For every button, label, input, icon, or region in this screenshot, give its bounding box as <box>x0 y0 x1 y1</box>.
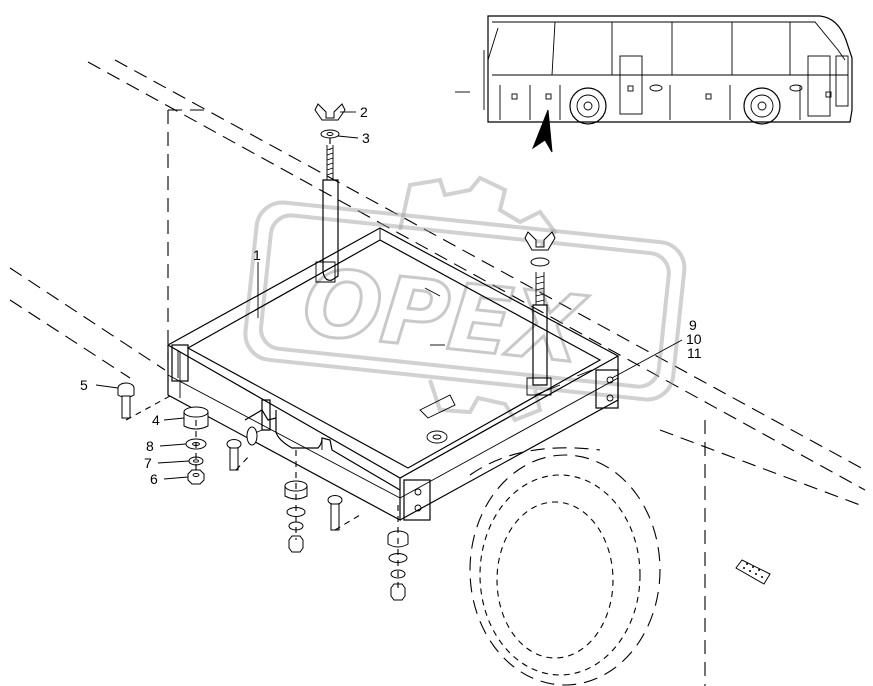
mounting-hardware-center <box>284 480 343 553</box>
wheel-outline <box>469 447 661 686</box>
label-part-9: 9 <box>689 317 697 333</box>
id-plate <box>735 559 771 585</box>
label-part-2: 2 <box>360 104 368 120</box>
label-part-11: 11 <box>687 345 702 361</box>
location-arrow-icon <box>531 109 553 153</box>
label-part-7: 7 <box>144 455 152 471</box>
chassis-outline <box>9 59 866 686</box>
label-part-1: 1 <box>253 247 261 263</box>
leader-lines <box>95 111 683 480</box>
part-labels: 1 2 3 4 5 6 7 8 9 10 11 <box>80 104 702 487</box>
bus-thumbnail <box>455 15 853 153</box>
label-part-3: 3 <box>362 130 370 146</box>
label-part-4: 4 <box>152 412 160 428</box>
assembly-lines <box>125 138 399 590</box>
label-part-10: 10 <box>686 331 702 347</box>
label-part-5: 5 <box>80 377 88 393</box>
watermark: OPEX <box>243 175 687 423</box>
hold-down-rod-right <box>524 231 556 396</box>
label-part-6: 6 <box>150 471 158 487</box>
battery-tray <box>166 227 620 522</box>
label-part-8: 8 <box>146 438 154 454</box>
mounting-hardware-left <box>117 382 242 485</box>
